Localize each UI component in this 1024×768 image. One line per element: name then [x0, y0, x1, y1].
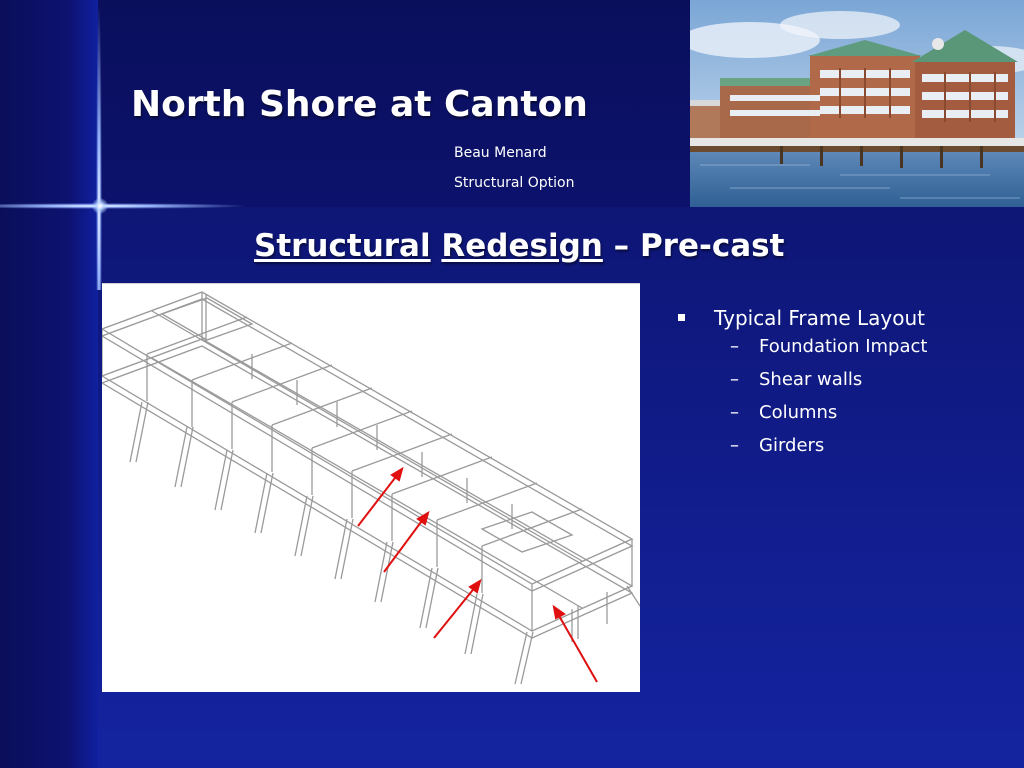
glow-line-vertical: [96, 0, 102, 290]
dash-bullet-icon: –: [730, 336, 739, 357]
dash-bullet-icon: –: [730, 435, 739, 456]
sub-bullet-text: Shear walls: [759, 369, 863, 390]
heading-rest: – Pre-cast: [613, 228, 785, 264]
left-band: [0, 0, 98, 768]
author-option: Structural Option: [454, 175, 575, 191]
sub-bullet-text: Columns: [759, 402, 838, 423]
bullet-text: Typical Frame Layout: [714, 306, 926, 330]
author-name: Beau Menard: [454, 145, 547, 161]
glow-line-horizontal: [0, 203, 250, 209]
frame-diagram-graphic: [100, 291, 641, 685]
dash-bullet-icon: –: [730, 369, 739, 390]
dash-bullet-icon: –: [730, 402, 739, 423]
top-band: [98, 0, 690, 207]
heading-word-structural: Structural: [254, 228, 431, 264]
sub-bullet-text: Foundation Impact: [759, 336, 928, 357]
square-bullet-icon: [678, 314, 685, 321]
star-sparkle-icon: [92, 198, 108, 214]
heading-word-redesign: Redesign: [441, 228, 603, 264]
section-heading: Structural Redesign – Pre-cast: [254, 228, 784, 264]
sub-bullet-text: Girders: [759, 435, 825, 456]
building-photo-graphic: [690, 0, 1024, 207]
building-photo: [690, 0, 1024, 207]
slide-title: North Shore at Canton: [131, 84, 588, 125]
frame-diagram: [100, 283, 641, 692]
